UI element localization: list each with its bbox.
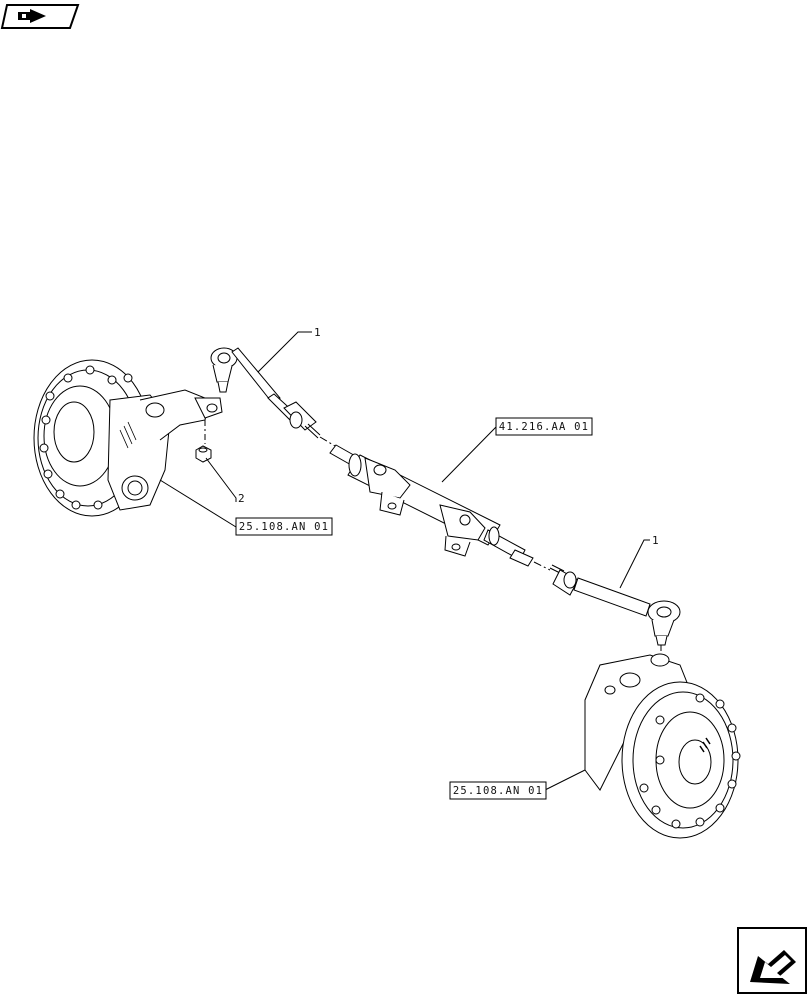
callout-tie-rod-right: 1: [652, 534, 659, 547]
callout-nut: 2: [238, 492, 245, 505]
ref-hub-right[interactable]: 25.108.AN 01: [449, 781, 547, 800]
callout-tie-rod-left: 1: [314, 326, 321, 339]
leader-lines: [159, 331, 650, 791]
tie-rod-right: [549, 564, 681, 665]
ref-hub-left[interactable]: 25.108.AN 01: [235, 517, 333, 536]
ref-hub-right-label: 25.108.AN 01: [453, 785, 543, 797]
nut-part: [195, 420, 212, 463]
right-wheel-hub: [584, 653, 741, 839]
navigation-arrow-icon[interactable]: [737, 927, 807, 994]
steering-cylinder: [329, 444, 551, 571]
ref-hub-left-label: 25.108.AN 01: [239, 521, 329, 533]
ref-steering-cylinder[interactable]: 41.216.AA 01: [495, 417, 593, 436]
tie-rod-left: [210, 347, 336, 447]
left-wheel-hub: [33, 359, 223, 517]
hand-pointer-icon[interactable]: [0, 4, 80, 29]
ref-steering-cylinder-label: 41.216.AA 01: [499, 421, 589, 433]
